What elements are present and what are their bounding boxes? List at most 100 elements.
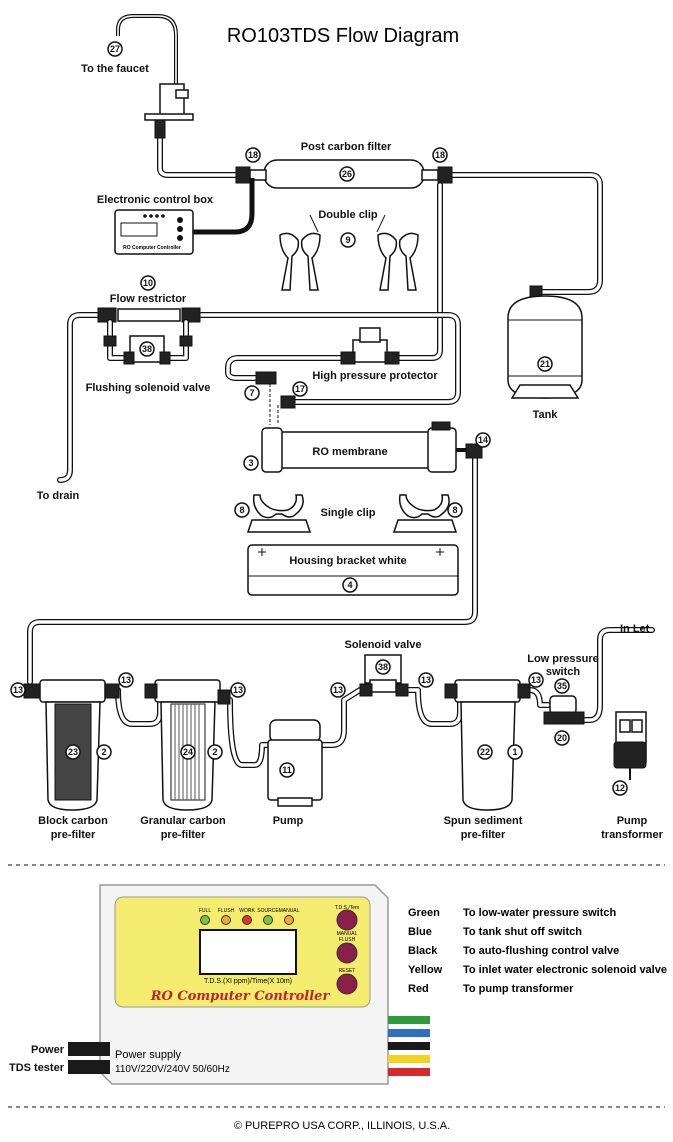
double-clip-left (279, 232, 321, 291)
high-pressure-protector (340, 327, 400, 365)
part-8-right-number: 8 (452, 505, 457, 515)
part-1-number: 1 (512, 747, 517, 757)
part-18-left-marker (245, 147, 261, 163)
electronic-control-box: RO Computer Controller (114, 178, 255, 255)
part-23-number: 23 (68, 747, 78, 757)
part-18-right-number: 18 (435, 150, 445, 160)
part-17-marker (292, 381, 308, 397)
part-38-bottom-number: 38 (378, 662, 388, 672)
part-10-number: 10 (143, 278, 153, 288)
part-27-number: 27 (110, 44, 120, 54)
ro-membrane-housing (261, 421, 468, 473)
part-13-f-number: 13 (531, 675, 541, 685)
solenoid-valve-label: Solenoid valve (344, 639, 421, 651)
part-23-marker (65, 744, 81, 760)
part-8-right-marker (447, 502, 463, 518)
legend-color-blue: Blue (408, 926, 432, 938)
control-box-mini-label: RO Computer Controller (123, 245, 181, 251)
low-pressure-label-2: switch (546, 666, 581, 678)
wire-red (388, 1068, 430, 1076)
single-clip-label: Single clip (320, 507, 375, 519)
power-supply-label: Power supply (115, 1049, 182, 1061)
manual-flush-button[interactable] (336, 942, 358, 964)
part-20-number: 20 (557, 733, 567, 743)
part-22-number: 22 (480, 747, 490, 757)
led-label-full: FULL (199, 908, 211, 914)
part-13-d-number: 13 (333, 685, 343, 695)
part-7-marker (244, 385, 260, 401)
part-4-marker (342, 577, 358, 593)
power-label: Power (31, 1044, 65, 1056)
part-38-top-number: 38 (142, 344, 152, 354)
legend-desc-blue: To tank shut off switch (463, 926, 582, 938)
drain-label: To drain (37, 490, 80, 502)
part-13-b-marker (118, 672, 134, 688)
part-11-marker (279, 762, 295, 778)
part-13-e-marker (418, 672, 434, 688)
part-2-left-number: 2 (101, 747, 106, 757)
part-13-c-marker (230, 682, 246, 698)
part-21-marker (537, 356, 553, 372)
reset-button[interactable] (336, 973, 358, 995)
part-13-e-number: 13 (421, 675, 431, 685)
legend-color-red: Red (408, 983, 429, 995)
reset-label: RESET (339, 968, 356, 974)
tds-tester-label: TDS tester (9, 1062, 65, 1074)
display-caption: T.D.S.(XI ppm)/Time(X 10m) (204, 978, 292, 985)
part-10-marker (140, 275, 156, 291)
led-label-manual: MANUAL (279, 908, 300, 914)
post-carbon-label: Post carbon filter (301, 141, 392, 153)
part-35-number: 35 (557, 681, 567, 691)
part-17-number: 17 (295, 384, 305, 394)
power-supply-spec: 110V/220V/240V 50/60Hz (115, 1064, 230, 1075)
pump-transformer (613, 711, 647, 780)
spun-sediment-label-1: Spun sediment (444, 815, 523, 827)
legend-desc-green: To low-water pressure switch (463, 907, 617, 919)
copyright-footer: © PUREPRO USA CORP., ILLINOIS, U.S.A. (234, 1120, 450, 1132)
part-9-number: 9 (345, 235, 350, 245)
pump (267, 719, 323, 807)
led-label-source: SOURCE (257, 908, 279, 914)
part-14-marker (475, 432, 491, 448)
part-20-marker (554, 730, 570, 746)
part-24-marker (180, 744, 196, 760)
wire-blue (388, 1029, 430, 1037)
part-35-marker (554, 678, 570, 694)
part-7-number: 7 (249, 388, 254, 398)
membrane-fittings (255, 371, 296, 425)
granular-carbon-label-1: Granular carbon (140, 815, 226, 827)
part-8-left-number: 8 (239, 505, 244, 515)
block-carbon-label-2: pre-filter (51, 829, 96, 841)
part-18-right-marker (432, 147, 448, 163)
flushing-solenoid-valve (103, 319, 193, 365)
faucet-label: To the faucet (81, 63, 149, 75)
manual-label-2: FLUSH (339, 937, 356, 943)
tubing-upper (27, 132, 603, 685)
tds-temp-label: T.D.S./Tem (335, 905, 359, 911)
inlet-label: In Let (620, 623, 650, 635)
high-pressure-label: High pressure protector (312, 370, 438, 382)
legend-desc-red: To pump transformer (463, 983, 574, 995)
part-13-c-number: 13 (233, 685, 243, 695)
part-38-top-marker (139, 341, 155, 357)
tds-temp-button[interactable] (336, 909, 358, 931)
flushing-valve-label: Flushing solenoid valve (86, 382, 211, 394)
part-18-left-number: 18 (248, 150, 258, 160)
led-manual (284, 915, 294, 925)
spun-sediment-label-2: pre-filter (461, 829, 506, 841)
part-13-b-number: 13 (121, 675, 131, 685)
block-carbon-label-1: Block carbon (38, 815, 108, 827)
part-13-a-marker (10, 682, 26, 698)
controller-output-wires (388, 1016, 430, 1076)
part-12-marker (612, 780, 628, 796)
part-3-number: 3 (248, 458, 253, 468)
part-27-marker (107, 41, 123, 57)
manual-label-1: MANUAL (337, 931, 358, 937)
wire-green (388, 1016, 430, 1024)
legend-color-green: Green (408, 907, 440, 919)
granular-carbon-label-2: pre-filter (161, 829, 206, 841)
double-clip-label: Double clip (318, 209, 378, 221)
diagram-title: RO103TDS Flow Diagram (227, 25, 459, 47)
